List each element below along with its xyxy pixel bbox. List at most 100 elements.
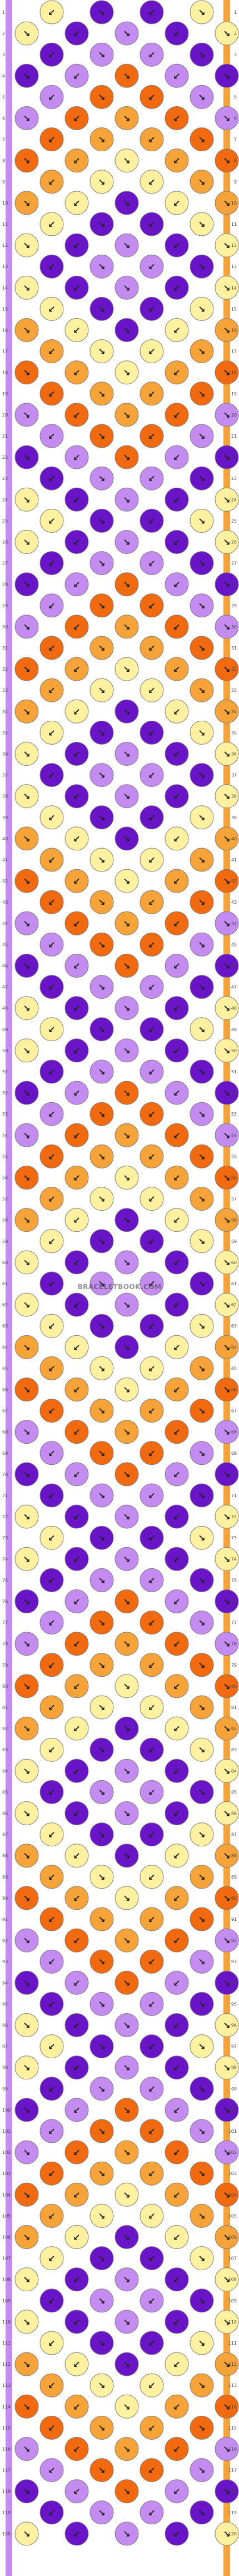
knot-direction-arrow: ↘: [198, 2126, 205, 2137]
knot-direction-arrow: ↘: [198, 346, 205, 357]
knot-direction-arrow: ↘: [123, 2444, 130, 2455]
knot-direction-arrow: ↙: [48, 1363, 55, 1374]
knot: [165, 1632, 189, 1656]
knot: [165, 148, 189, 173]
knot: [114, 657, 139, 681]
knot-direction-arrow: ↘: [123, 1215, 130, 1226]
knot-direction-arrow: ↙: [73, 452, 80, 463]
knot-direction-arrow: ↙: [73, 2232, 80, 2243]
knot-direction-arrow: ↘: [98, 558, 105, 569]
knot: [190, 1949, 214, 1974]
knot-direction-arrow: ↙: [73, 1978, 80, 1988]
knot-direction-arrow: ↘: [98, 2508, 105, 2518]
knot: [165, 954, 189, 978]
knot-direction-arrow: ↘: [123, 113, 130, 124]
knot: [64, 487, 89, 512]
row-number: 53: [231, 1112, 237, 1117]
knot-direction-arrow: ↘: [23, 240, 30, 251]
knot: [89, 1187, 114, 1211]
knot-direction-arrow: ↙: [48, 261, 55, 272]
knot: [140, 296, 164, 321]
row-number: 98: [2, 2065, 8, 2070]
knot-direction-arrow: ↘: [198, 558, 205, 569]
knot-direction-arrow: ↙: [148, 92, 155, 102]
knot: [165, 784, 189, 809]
knot: [39, 1695, 64, 1720]
knot: [14, 2310, 39, 2334]
knot: [89, 1907, 114, 1931]
knot-direction-arrow: ↘: [123, 28, 130, 39]
knot-direction-arrow: ↘: [123, 1766, 130, 1776]
row-number: 94: [2, 1980, 8, 1985]
knot: [89, 1865, 114, 1889]
knot: [215, 445, 239, 469]
knot-direction-arrow: ↘: [23, 1851, 30, 1861]
knot-direction-arrow: ↘: [223, 1597, 230, 1607]
knot: [89, 551, 114, 576]
row-number: 108: [2, 2277, 11, 2282]
row-number: 63: [2, 1324, 8, 1329]
knot: [140, 466, 164, 491]
knot-direction-arrow: ↘: [198, 219, 205, 230]
knot: [14, 2352, 39, 2376]
knot: [39, 1907, 64, 1931]
row-number: 66: [231, 1388, 237, 1393]
knot: [39, 2500, 64, 2525]
knot: [64, 1504, 89, 1529]
knot: [190, 1271, 214, 1296]
knot: [89, 2458, 114, 2483]
knot: [215, 1928, 239, 1953]
knot-direction-arrow: ↙: [173, 1597, 180, 1607]
knot-direction-arrow: ↙: [148, 346, 155, 357]
knot: [114, 2098, 139, 2122]
knot-direction-arrow: ↙: [48, 1787, 55, 1797]
knot: [215, 1420, 239, 1444]
row-number: 101: [2, 2129, 11, 2134]
knot: [165, 996, 189, 1021]
knot: [140, 2077, 164, 2101]
row-number: 6: [2, 116, 5, 121]
knot-direction-arrow: ↙: [73, 1003, 80, 1014]
knot-direction-arrow: ↙: [148, 1618, 155, 1628]
knot-direction-arrow: ↘: [98, 1830, 105, 1840]
knot-direction-arrow: ↘: [223, 1300, 230, 1310]
knot: [64, 2521, 89, 2546]
knot-direction-arrow: ↙: [73, 410, 80, 420]
knot-direction-arrow: ↙: [173, 537, 180, 548]
row-number: 75: [2, 1578, 8, 1583]
knot: [89, 2500, 114, 2525]
knot: [64, 445, 89, 469]
knot: [190, 212, 214, 236]
knot: [64, 1378, 89, 1401]
knot: [89, 2034, 114, 2059]
knot: [89, 2415, 114, 2440]
knot: [39, 1822, 64, 1847]
row-number: 2: [234, 31, 237, 36]
knot: [140, 1525, 164, 1550]
knot: [165, 826, 189, 851]
knot-direction-arrow: ↙: [173, 1935, 180, 1946]
knot-direction-arrow: ↘: [123, 876, 130, 886]
knot: [14, 1716, 39, 1741]
knot: [89, 593, 114, 618]
knot: [140, 636, 164, 660]
knot-direction-arrow: ↘: [98, 1745, 105, 1755]
knot-direction-arrow: ↘: [223, 2189, 230, 2200]
knot-direction-arrow: ↙: [148, 982, 155, 993]
row-number: 68: [2, 1430, 8, 1435]
knot-direction-arrow: ↙: [148, 1914, 155, 1925]
knot-direction-arrow: ↙: [148, 558, 155, 569]
knot-direction-arrow: ↘: [23, 834, 30, 844]
knot-direction-arrow: ↘: [223, 2444, 230, 2455]
row-number: 51: [231, 1069, 237, 1074]
row-number: 34: [231, 709, 237, 714]
knot: [114, 1970, 139, 1995]
knot-direction-arrow: ↙: [73, 1215, 80, 1226]
knot-direction-arrow: ↙: [173, 579, 180, 590]
knot: [190, 1356, 214, 1380]
knot-direction-arrow: ↘: [198, 1448, 205, 1459]
knot-direction-arrow: ↘: [198, 770, 205, 781]
knot: [64, 1632, 89, 1656]
knot-direction-arrow: ↙: [48, 1109, 55, 1119]
knot: [165, 191, 189, 215]
